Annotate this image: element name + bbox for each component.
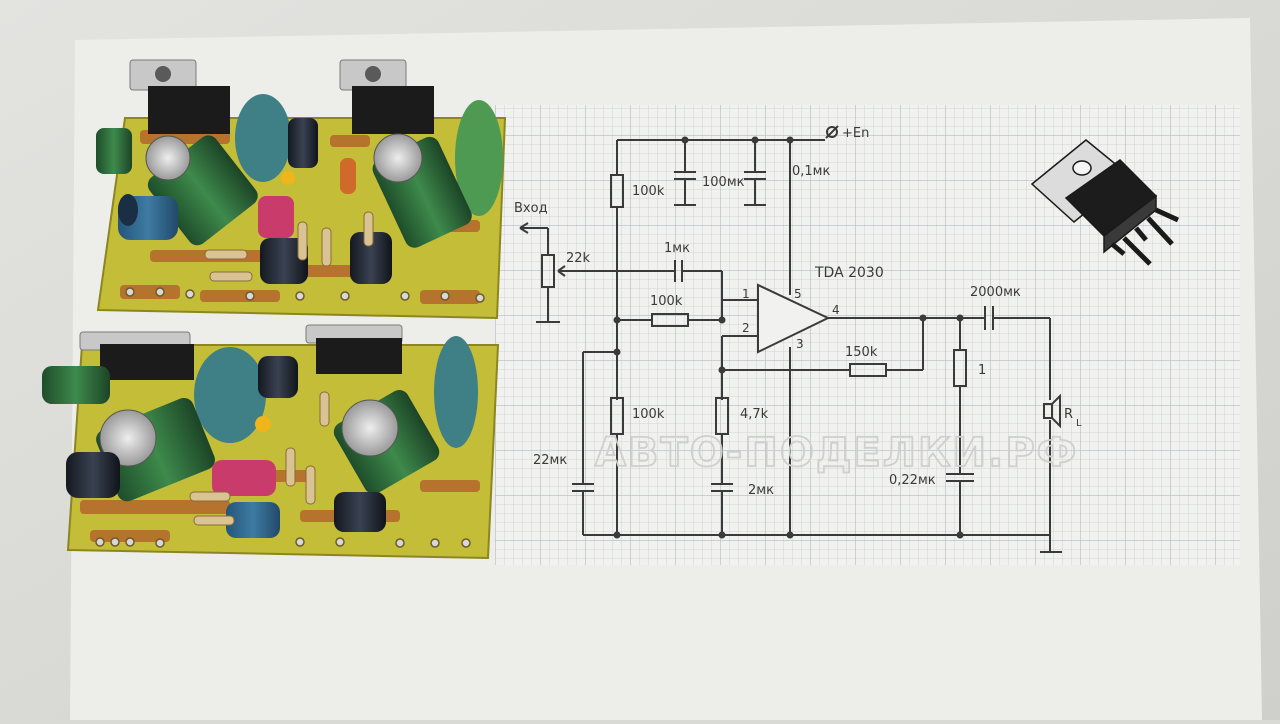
label-pot: 22k [566,251,591,266]
schematic-labels: +En Вход TDA 2030 100k 100мк 0,1мк 22k 1… [514,126,1082,498]
label-ic: TDA 2030 [814,265,884,281]
label-c-zobel: 0,22мк [889,473,936,488]
label-c-input: 1мк [664,241,690,256]
label-r-top: 100k [632,184,665,199]
label-r-zobel: 1 [978,363,986,378]
label-c-output: 2000мк [970,285,1021,300]
pin-4: 4 [832,303,840,317]
watermark: АВТО-ПОДЕЛКИ.РФ [595,430,1078,476]
pin-2: 2 [742,321,750,335]
pin-5: 5 [794,287,802,301]
pin-1: 1 [742,287,750,301]
label-c-supply-film: 0,1мк [792,164,830,179]
label-c-2: 2мк [748,483,774,498]
to220-package-drawing [1030,139,1180,266]
label-r-bias: 100k [632,407,665,422]
label-c-supply-elec: 100мк [702,175,745,190]
schematic-junctions [613,136,964,539]
label-load: R [1064,407,1073,422]
pcb-board-bottom [42,324,500,560]
label-input: Вход [514,201,548,216]
label-supply: +En [842,126,869,141]
label-load-sub: L [1076,418,1082,429]
pin-3: 3 [796,337,804,351]
label-r-feedback-in: 100k [650,294,683,309]
pcb-board-top [96,59,507,320]
label-r-47: 4,7k [740,407,769,422]
label-c-bias: 22мк [533,453,567,468]
circuit-schematic [519,125,1062,553]
label-r-feedback: 150k [845,345,878,360]
